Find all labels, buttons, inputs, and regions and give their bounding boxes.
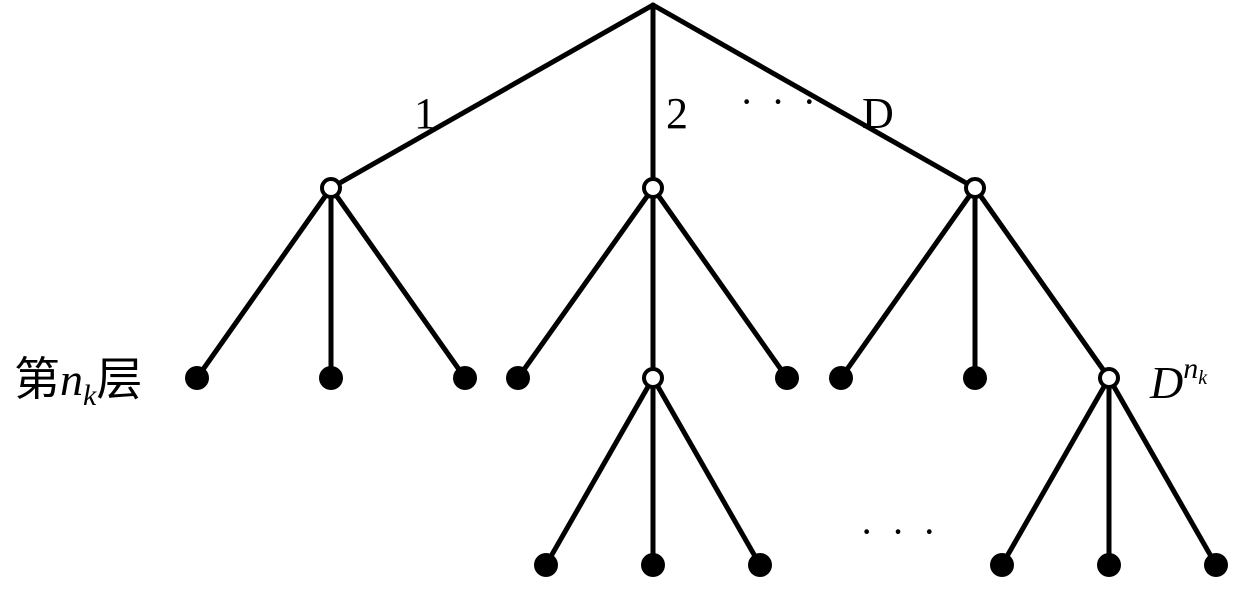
leaf-node (990, 553, 1014, 577)
branch-label-D: D (862, 89, 894, 138)
level-label-var: n (60, 354, 83, 405)
edge-c-1 (838, 185, 978, 381)
tree-edges (194, 2, 1219, 568)
edge-d-3 (650, 375, 763, 568)
level-label: 第nk层 (14, 354, 142, 412)
edge-d-1 (543, 375, 656, 568)
edge-b-1 (515, 185, 656, 381)
ellipsis-bottom: · · · (860, 509, 940, 554)
level-label-suffix: 层 (96, 354, 142, 405)
edge-c-3 (972, 185, 1112, 381)
leaf-node (1204, 553, 1228, 577)
internal-node (1098, 367, 1120, 389)
internal-node (964, 177, 986, 199)
leaf-node (506, 366, 530, 390)
branch-label-2: 2 (666, 89, 688, 138)
branch-label-1: 1 (414, 89, 436, 138)
ellipsis-top: · · · (740, 79, 820, 124)
leaf-node (534, 553, 558, 577)
internal-nodes (320, 177, 1120, 389)
edge-a-1 (194, 185, 334, 381)
leaf-node (1097, 553, 1121, 577)
edge-e-1 (999, 375, 1112, 568)
leaf-node (641, 553, 665, 577)
count-label-base: D (1149, 357, 1183, 408)
leaf-nodes (185, 366, 1228, 577)
count-label-exp: n (1183, 352, 1198, 385)
count-label: Dnk (1149, 352, 1208, 408)
internal-node (642, 367, 664, 389)
count-label-exp-sub: k (1198, 367, 1208, 389)
leaf-node (775, 366, 799, 390)
leaf-node (319, 366, 343, 390)
level-label-prefix: 第 (14, 354, 60, 405)
edge-e-3 (1106, 375, 1219, 568)
leaf-node (748, 553, 772, 577)
internal-node (320, 177, 342, 199)
leaf-node (963, 366, 987, 390)
internal-node (642, 177, 664, 199)
edge-root-1 (328, 2, 656, 191)
leaf-node (185, 366, 209, 390)
edge-b-3 (650, 185, 790, 381)
level-label-sub: k (83, 379, 97, 412)
edge-root-D (650, 2, 978, 191)
edge-a-3 (328, 185, 468, 381)
leaf-node (829, 366, 853, 390)
leaf-node (453, 366, 477, 390)
